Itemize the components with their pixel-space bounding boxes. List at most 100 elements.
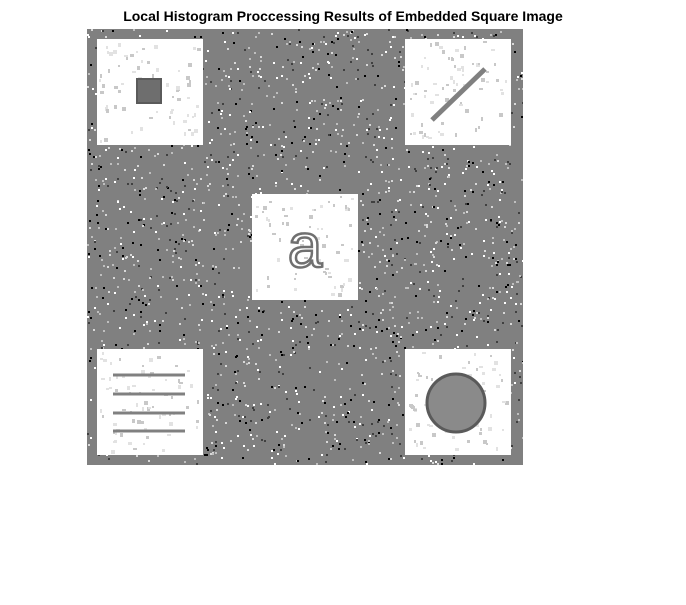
noise-pixel	[440, 240, 442, 242]
noise-pixel	[95, 156, 97, 158]
square-speckle	[414, 440, 416, 443]
square-speckle	[178, 70, 180, 72]
noise-pixel	[155, 231, 157, 233]
noise-pixel	[209, 142, 211, 144]
square-speckle	[432, 433, 436, 437]
noise-pixel	[183, 240, 185, 242]
noise-pixel	[346, 82, 348, 84]
noise-pixel	[195, 264, 197, 266]
noise-pixel	[493, 184, 495, 186]
noise-pixel	[471, 253, 473, 255]
noise-pixel	[172, 255, 174, 257]
noise-pixel	[226, 325, 228, 327]
noise-pixel	[328, 62, 330, 64]
square-speckle	[267, 276, 269, 280]
noise-pixel	[453, 457, 455, 459]
noise-pixel	[352, 45, 354, 47]
noise-pixel	[277, 453, 279, 455]
noise-pixel	[181, 147, 183, 149]
noise-pixel	[133, 333, 135, 335]
noise-pixel	[410, 37, 412, 39]
noise-pixel	[210, 154, 212, 156]
noise-pixel	[517, 281, 519, 283]
noise-pixel	[432, 157, 434, 159]
noise-pixel	[388, 458, 390, 460]
noise-pixel	[247, 405, 249, 407]
noise-pixel	[235, 373, 237, 375]
noise-pixel	[451, 316, 453, 318]
square-speckle	[435, 94, 439, 96]
noise-pixel	[432, 270, 434, 272]
square-speckle	[290, 240, 294, 242]
noise-pixel	[94, 307, 96, 309]
noise-pixel	[90, 437, 92, 439]
square-speckle	[113, 50, 117, 54]
noise-pixel	[322, 400, 324, 402]
noise-pixel	[432, 462, 434, 464]
noise-pixel	[501, 191, 503, 193]
noise-pixel	[473, 310, 475, 312]
noise-pixel	[125, 309, 127, 311]
noise-pixel	[362, 244, 364, 246]
square-speckle	[179, 382, 183, 384]
noise-pixel	[361, 374, 363, 376]
noise-pixel	[433, 206, 435, 208]
region-center	[252, 194, 358, 300]
noise-pixel	[518, 212, 520, 214]
noise-pixel	[150, 268, 152, 270]
noise-pixel	[245, 422, 247, 424]
noise-pixel	[308, 73, 310, 75]
noise-pixel	[341, 333, 343, 335]
noise-pixel	[259, 371, 261, 373]
noise-pixel	[344, 153, 346, 155]
noise-pixel	[398, 61, 400, 63]
noise-pixel	[503, 312, 505, 314]
noise-pixel	[248, 362, 250, 364]
noise-pixel	[262, 126, 264, 128]
noise-pixel	[453, 148, 455, 150]
noise-pixel	[337, 108, 339, 110]
noise-pixel	[192, 244, 194, 246]
noise-pixel	[148, 303, 150, 305]
noise-pixel	[406, 29, 408, 31]
square-speckle	[127, 386, 130, 390]
noise-pixel	[390, 360, 392, 362]
noise-pixel	[154, 155, 156, 157]
square-speckle	[118, 90, 121, 93]
noise-pixel	[175, 241, 177, 243]
noise-pixel	[290, 327, 292, 329]
noise-pixel	[340, 97, 342, 99]
noise-pixel	[116, 267, 118, 269]
noise-pixel	[419, 242, 421, 244]
noise-pixel	[308, 458, 310, 460]
noise-pixel	[228, 334, 230, 336]
square-speckle	[156, 68, 159, 72]
noise-pixel	[396, 242, 398, 244]
noise-pixel	[444, 163, 446, 165]
noise-pixel	[402, 46, 404, 48]
noise-pixel	[393, 104, 395, 106]
noise-pixel	[510, 297, 512, 299]
noise-pixel	[427, 158, 429, 160]
noise-pixel	[335, 54, 337, 56]
noise-pixel	[362, 394, 364, 396]
noise-pixel	[90, 64, 92, 66]
noise-pixel	[372, 313, 374, 315]
noise-pixel	[90, 169, 92, 171]
noise-pixel	[484, 250, 486, 252]
noise-pixel	[220, 374, 222, 376]
noise-pixel	[433, 295, 435, 297]
noise-pixel	[253, 409, 255, 411]
noise-pixel	[180, 266, 182, 268]
noise-pixel	[171, 145, 173, 147]
noise-pixel	[413, 191, 415, 193]
noise-pixel	[424, 235, 426, 237]
noise-pixel	[216, 409, 218, 411]
noise-pixel	[497, 329, 499, 331]
noise-pixel	[252, 126, 254, 128]
noise-pixel	[245, 404, 247, 406]
noise-pixel	[378, 432, 380, 434]
noise-pixel	[222, 103, 224, 105]
noise-pixel	[89, 227, 91, 229]
